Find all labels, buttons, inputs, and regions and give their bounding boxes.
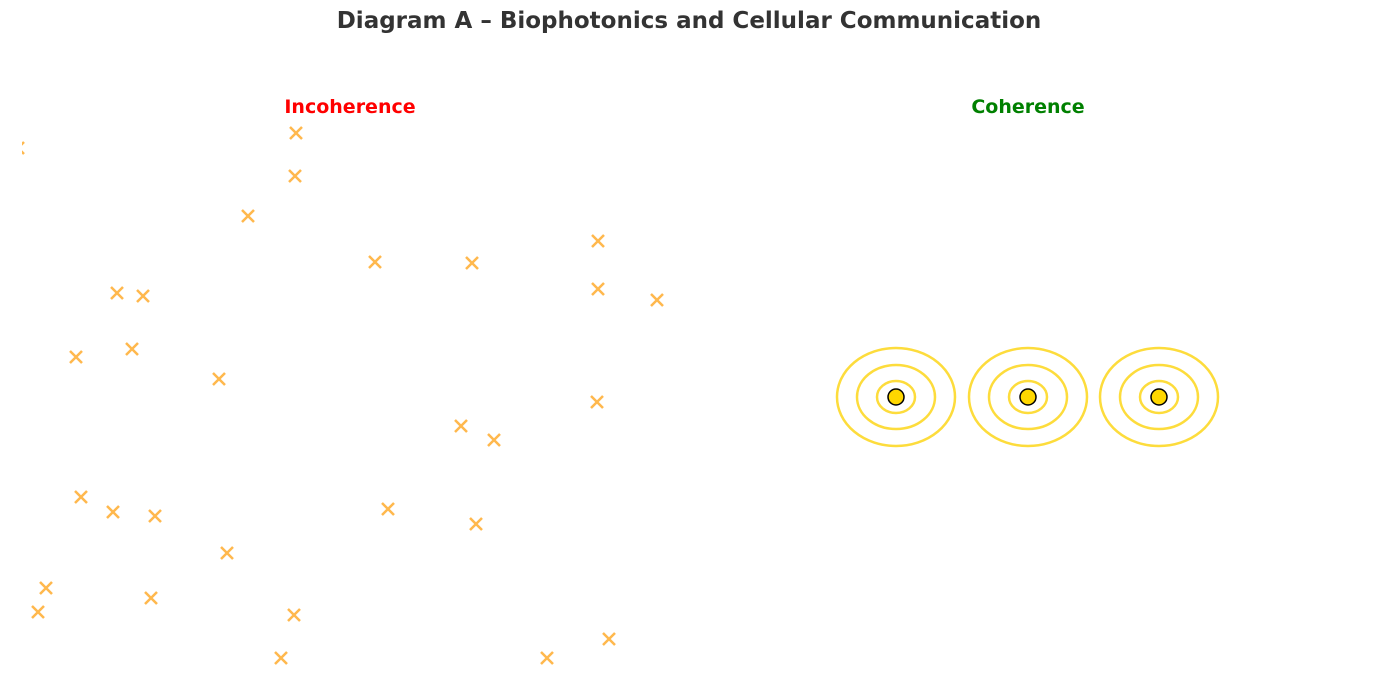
x-icon bbox=[590, 395, 604, 409]
x-icon bbox=[136, 289, 150, 303]
x-icon bbox=[274, 651, 288, 665]
wave-ring bbox=[875, 379, 917, 415]
coherence-label: Coherence bbox=[971, 96, 1085, 118]
x-icon bbox=[241, 209, 255, 223]
wave-ring bbox=[1007, 379, 1049, 415]
x-icon bbox=[220, 546, 234, 560]
x-icon bbox=[22, 141, 25, 155]
x-icon bbox=[591, 282, 605, 296]
emitter-core bbox=[1150, 388, 1168, 406]
x-icon bbox=[469, 517, 483, 531]
x-icon bbox=[212, 372, 226, 386]
x-icon bbox=[125, 342, 139, 356]
wave-ring bbox=[835, 346, 957, 448]
incoherent-photons bbox=[22, 126, 664, 665]
x-icon bbox=[31, 605, 45, 619]
x-icon bbox=[454, 419, 468, 433]
wave-ring bbox=[1138, 379, 1180, 415]
wave-ring bbox=[1098, 346, 1220, 448]
x-icon bbox=[69, 350, 83, 364]
wave-ring bbox=[855, 363, 937, 431]
x-icon bbox=[487, 433, 501, 447]
x-icon bbox=[106, 505, 120, 519]
x-icon bbox=[368, 255, 382, 269]
x-icon bbox=[74, 490, 88, 504]
x-icon bbox=[148, 509, 162, 523]
wave-ring bbox=[1118, 363, 1200, 431]
x-icon bbox=[288, 169, 302, 183]
x-icon bbox=[591, 234, 605, 248]
x-icon bbox=[144, 591, 158, 605]
x-icon bbox=[287, 608, 301, 622]
x-icon bbox=[289, 126, 303, 140]
x-icon bbox=[381, 502, 395, 516]
emitter-core bbox=[887, 388, 905, 406]
x-icon bbox=[110, 286, 124, 300]
x-icon bbox=[540, 651, 554, 665]
emitter-core bbox=[1019, 388, 1037, 406]
wave-ring bbox=[967, 346, 1089, 448]
x-icon bbox=[650, 293, 664, 307]
wave-ring bbox=[987, 363, 1069, 431]
x-icon bbox=[465, 256, 479, 270]
x-icon bbox=[39, 581, 53, 595]
diagram-title: Diagram A – Biophotonics and Cellular Co… bbox=[336, 8, 1042, 34]
x-icon bbox=[602, 632, 616, 646]
incoherence-label: Incoherence bbox=[284, 96, 416, 118]
coherent-emitters bbox=[835, 346, 1220, 448]
